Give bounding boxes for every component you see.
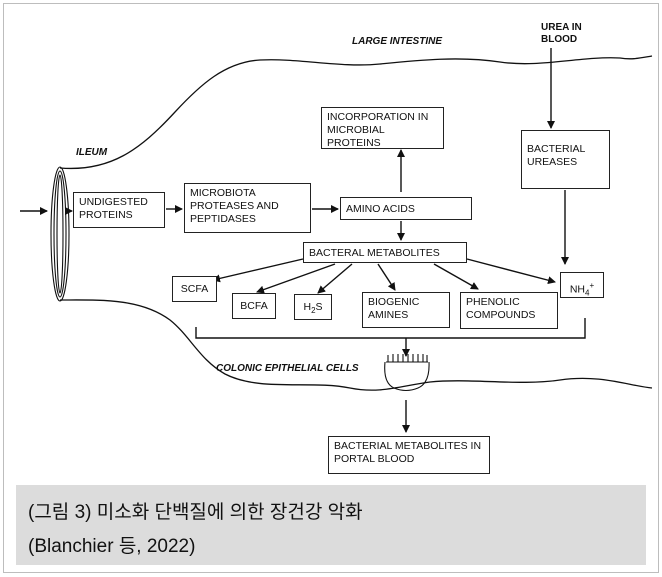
ileum-ring: [50, 166, 70, 302]
h2s-box: H2S: [294, 294, 332, 320]
bcfa-box: BCFA: [232, 293, 276, 319]
arrow-to-biogenic: [377, 263, 396, 291]
h2s-subscript: 2: [311, 306, 316, 316]
h2s-h: H: [303, 301, 312, 313]
bacterial-metabolites-box: BACTERAL METABOLITES: [303, 242, 467, 263]
caption-line1: (그림 3) 미소화 단백질에 의한 장건강 악화: [28, 502, 363, 523]
phenolic-compounds-box: PHENOLIC COMPOUNDS: [460, 292, 558, 329]
large-intestine-label: LARGE INTESTINE: [352, 36, 443, 47]
ileum-label: ILEUM: [76, 147, 108, 158]
epithelial-cells-icon: [384, 354, 430, 392]
arrow-to-nh4: [466, 258, 556, 285]
nh4-nh: NH: [569, 283, 586, 296]
arrow-to-bcfa: [256, 263, 336, 294]
nh4-box: NH4+: [560, 272, 604, 298]
intestine-upper-wall: [59, 55, 653, 170]
undigested-proteins-box: UNDIGESTED PROTEINS: [73, 192, 165, 228]
colonic-epithelial-cells-label: COLONIC EPITHELIAL CELLS: [216, 363, 359, 374]
intestine-lower-wall: [59, 299, 653, 391]
products-bracket: [195, 318, 586, 339]
amino-acids-box: AMINO ACIDS: [340, 197, 472, 220]
scfa-box: SCFA: [172, 276, 217, 302]
arrow-to-h2s: [317, 263, 353, 294]
caption-line2: (Blanchier 등, 2022): [28, 536, 196, 557]
incorporation-box: INCORPORATION IN MICROBIAL PROTEINS: [321, 107, 444, 149]
portal-blood-box: BACTERIAL METABOLITES IN PORTAL BLOOD: [328, 436, 490, 474]
biogenic-amines-box: BIOGENIC AMINES: [362, 292, 450, 328]
arrow-to-scfa: [212, 258, 304, 283]
figure-frame: [3, 3, 659, 573]
bacterial-ureases-box: BACTERIAL UREASES: [521, 130, 610, 189]
arrow-to-phenolic: [433, 263, 479, 290]
nh4-superscript: +: [589, 281, 595, 290]
h2s-s: S: [315, 301, 323, 313]
microbiota-proteases-box: MICROBIOTA PROTEASES AND PEPTIDASES: [184, 183, 311, 233]
figure-caption: (그림 3) 미소화 단백질에 의한 장건강 악화 (Blanchier 등, …: [16, 485, 646, 565]
nh4-subscript: 4: [585, 288, 590, 298]
urea-in-blood-label: UREA IN BLOOD: [541, 22, 582, 45]
